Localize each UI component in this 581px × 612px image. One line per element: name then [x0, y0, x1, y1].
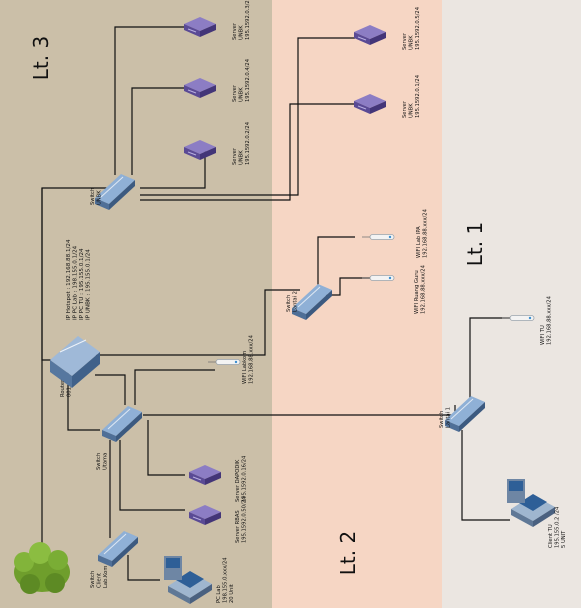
floor-label-lt1: Lt. 1	[463, 222, 487, 266]
label-wifi-labkom-line: 192.168.88.xxx/24	[249, 334, 255, 384]
label-server-unbk-1-line: Server	[232, 22, 238, 40]
label-switch-client-line: Client	[97, 573, 103, 588]
label-switch-lantai2-line: Lantai 2	[293, 291, 299, 312]
svg-text:Lt. 2: Lt. 2	[336, 531, 360, 575]
label-wifi-lab-ipa-line: 192.168.88.xxx/24	[423, 208, 429, 258]
label-server-unbk-1-line: UNBK	[239, 25, 245, 40]
label-wifi-labkom-line: WIFI Labkom	[242, 351, 248, 384]
label-pc-lab-line: PC Lab	[216, 585, 222, 603]
label-switch-utama-line: Switch	[96, 453, 102, 470]
label-switch-unbk-line: UNBK	[97, 190, 103, 205]
floor-label-lt3: Lt. 3	[29, 36, 53, 80]
label-server-unbk-5-line: UNBK	[409, 103, 415, 118]
label-server-unbk-3-line: UNBK	[239, 150, 245, 165]
label-router-line: 001	[67, 387, 73, 397]
label-pc-lab-line: 20 Unit	[229, 584, 235, 603]
label-client-tu-line: Client TU	[548, 524, 554, 548]
label-server-unbk-5-line: 195.1592.0.1/24	[415, 74, 421, 118]
label-router-ips-line: IP UNBK : 195.155.0.1/24	[86, 249, 92, 320]
label-wifi-tu-line: 192.168.88.xxx/24	[547, 295, 553, 345]
label-wifi-ruang-guru-line: 192.168.88.xxx/24	[421, 264, 427, 314]
label-server-unbk-4-line: Server	[402, 32, 408, 50]
label-switch-utama-line: Utama	[103, 453, 109, 470]
label-server-unbk-5-line: Server	[402, 100, 408, 118]
label-server-unbk-1-line: 195.1592.0.3/24	[245, 0, 251, 40]
label-client-tu-line: 195.155.0.2 /24	[555, 506, 561, 548]
label-server-dapodik-line: 195.1592.0.16/24	[242, 455, 248, 502]
label-switch-lantai2-line: Switch	[286, 295, 292, 312]
floor-label-lt2: Lt. 2	[336, 531, 360, 575]
label-router-line: Router	[60, 379, 66, 397]
label-wifi-tu-line: WIFI TU	[540, 325, 546, 345]
label-server-unbk-4-line: UNBK	[409, 35, 415, 50]
svg-text:Lt. 3: Lt. 3	[29, 36, 53, 80]
label-pc-lab-line: 198.155.0.xxx/24	[223, 557, 229, 603]
label-wifi-lab-ipa-line: WIFI Lab IPA	[416, 226, 422, 258]
label-server-unbk-3-line: Server	[232, 147, 238, 165]
label-switch-lantai1-line: Switch	[439, 411, 445, 428]
label-router-ips-line: IP PC TU : 195.155.0.1/24	[79, 248, 85, 320]
label-server-unbk-4-line: 195.1592.0.5/24	[415, 6, 421, 50]
svg-text:Lt. 1: Lt. 1	[463, 222, 487, 266]
label-server-rbas-line: 195.1592.0.50/24	[242, 496, 248, 543]
label-router-ips-line: IP Hotspot : 192.168.88.1/24	[66, 239, 72, 320]
label-wifi-ruang-guru-line: WIFI Ruang Guru	[414, 270, 420, 314]
label-switch-lantai1-line: Lantai 1	[446, 407, 452, 428]
label-server-unbk-2-line: 195.1592.0.4/24	[245, 58, 251, 102]
label-server-dapodik-line: Server DAPODIK	[235, 459, 241, 502]
label-server-rbas-line: Server RBAS	[235, 510, 241, 543]
label-switch-unbk-line: Switch	[90, 188, 96, 205]
label-server-unbk-3-line: 195.1592.0.2/24	[245, 121, 251, 165]
label-server-unbk-2-line: Server	[232, 84, 238, 102]
label-switch-client-line: Lab.Kom	[103, 566, 109, 588]
label-client-tu-line: 5 UNIT	[561, 530, 567, 548]
label-router-ips-line: IP PC Lab : 198.155.0.1/24	[73, 245, 79, 320]
label-switch-client-line: Switch	[90, 571, 96, 588]
label-server-unbk-2-line: UNBK	[239, 87, 245, 102]
